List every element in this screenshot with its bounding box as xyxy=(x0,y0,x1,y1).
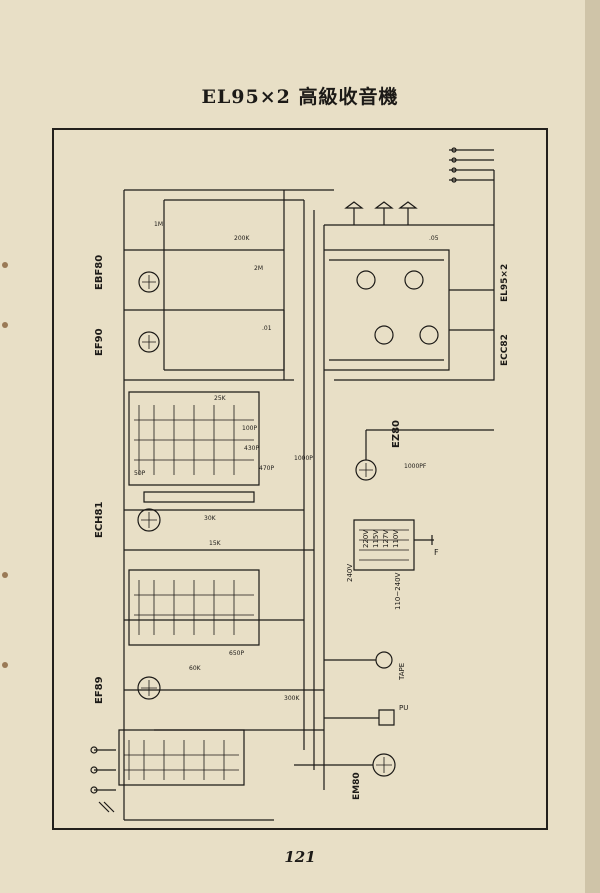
value-label: 25K xyxy=(214,395,227,402)
binding-hole xyxy=(2,662,8,668)
value-label: 300K xyxy=(284,695,300,702)
binding-hole xyxy=(2,572,8,578)
page-edge-shadow xyxy=(585,0,600,893)
voltage-115: 115V xyxy=(372,530,380,548)
tube-label-em80: EM80 xyxy=(352,772,362,800)
value-label: 30K xyxy=(204,515,217,522)
tube-label-ech81: ECH81 xyxy=(94,502,105,538)
value-label: .05 xyxy=(429,235,439,242)
value-label: 430P xyxy=(244,445,259,452)
value-label: 100P xyxy=(242,425,257,432)
tube-ech81: ECH81 xyxy=(94,502,161,538)
pu-label: PU xyxy=(399,704,408,712)
value-label: 1000PF xyxy=(404,463,427,470)
voltage-127: 127V xyxy=(382,530,390,548)
schematic-frame xyxy=(52,128,548,830)
tape-input: TAPE xyxy=(324,651,406,681)
value-label: 50P xyxy=(134,470,146,477)
tube-ef90: EF90 xyxy=(94,328,160,356)
value-label: 2M xyxy=(254,265,263,272)
tube-em80: EM80 xyxy=(294,753,396,800)
tube-ebf80: EBF80 xyxy=(94,255,160,293)
rf-coil-bank xyxy=(118,729,245,786)
component-values: 1M 200K 2M 25K 100P 430P 470P 50P 30K 15… xyxy=(134,221,439,702)
audio-output-section xyxy=(324,170,495,381)
value-label: 60K xyxy=(189,665,202,672)
binding-hole xyxy=(2,322,8,328)
page-title: EL95×2 高級收音機 xyxy=(201,86,399,108)
tube-label-el95x2: EL95×2 xyxy=(500,264,510,302)
fuse-label: F xyxy=(434,548,439,557)
tape-label: TAPE xyxy=(398,663,406,681)
wiring-left xyxy=(123,189,334,821)
voltage-240: 240V xyxy=(346,564,354,582)
tube-label-ef89: EF89 xyxy=(94,676,105,704)
value-label: .01 xyxy=(262,325,272,332)
tube-label-ecc82: ECC82 xyxy=(500,334,510,366)
value-label: 1M xyxy=(154,221,163,228)
if-coil-bank-2 xyxy=(128,569,260,646)
antenna-terminals xyxy=(90,746,116,813)
value-label: 650P xyxy=(229,650,244,657)
page-number: 121 xyxy=(284,848,316,866)
voltage-220: 220V xyxy=(362,530,370,548)
tone-switch-network xyxy=(449,147,494,183)
value-label: 15K xyxy=(209,540,222,547)
if-coil-bank-1 xyxy=(128,391,260,503)
radio-schematic: EBF80 EF90 ECH81 EF89 xyxy=(90,147,510,821)
pu-input: PU xyxy=(324,704,408,726)
value-label: 200K xyxy=(234,235,250,242)
tube-ef89: EF89 xyxy=(94,676,161,704)
tube-label-ez80: EZ80 xyxy=(391,420,402,448)
tube-label-ebf80: EBF80 xyxy=(94,255,105,290)
voltage-110: 110V xyxy=(392,530,400,548)
value-label: 1000P xyxy=(294,455,313,462)
binding-hole xyxy=(2,262,8,268)
tube-label-ef90: EF90 xyxy=(94,328,105,356)
speakers xyxy=(344,201,418,225)
power-supply: EZ80 F 240V 220V 115V 127V 110V 110~240V xyxy=(346,420,494,610)
value-label: 470P xyxy=(259,465,274,472)
voltage-110-240: 110~240V xyxy=(394,572,402,610)
